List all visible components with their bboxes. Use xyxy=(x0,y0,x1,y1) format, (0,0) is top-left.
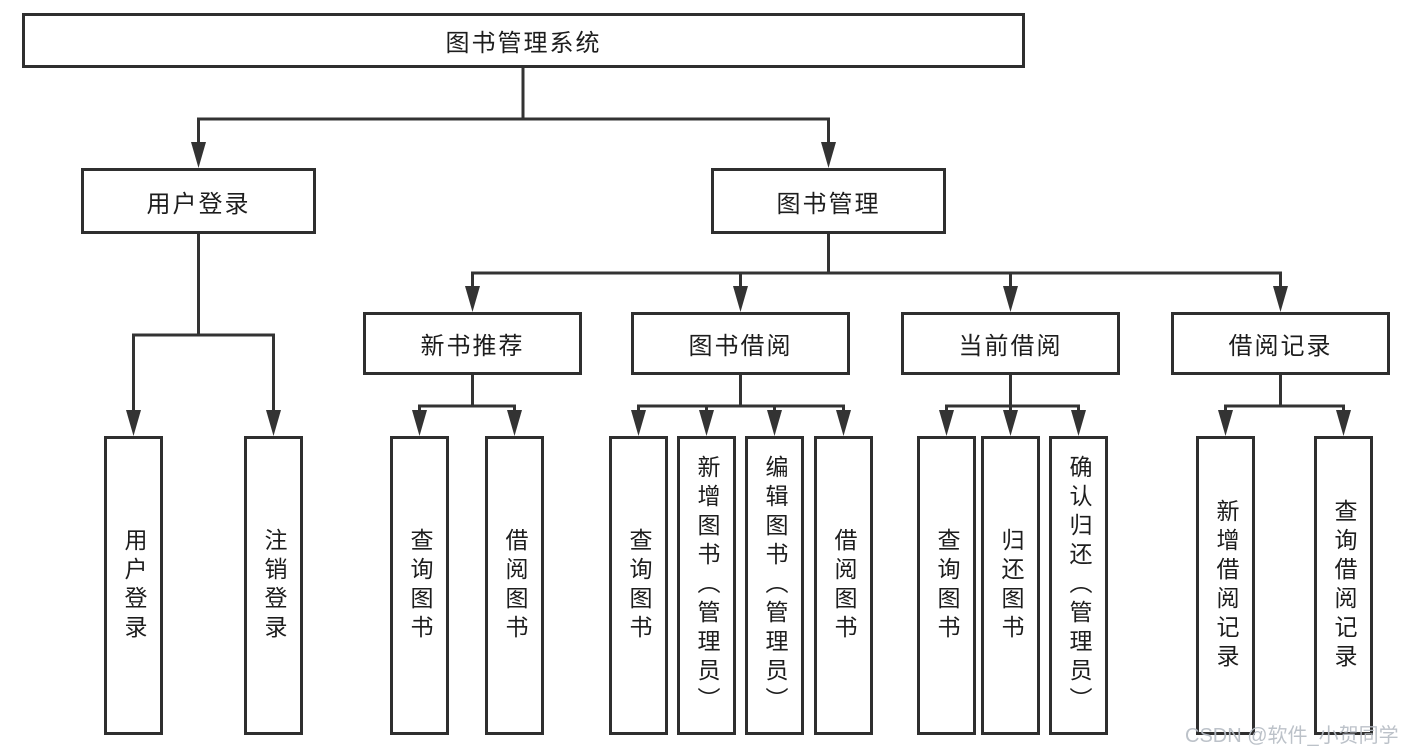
connector-book-borrow-to-leaves xyxy=(631,375,851,436)
node-label: 新书推荐 xyxy=(420,333,525,360)
node-library-management-system: 图书管理系统 xyxy=(22,13,1025,68)
connector-borrow-records-to-leaves xyxy=(1218,375,1351,436)
leaf-query-books-borrow: 查询图书 xyxy=(609,436,668,735)
connector-new-book-recommend-to-leaves xyxy=(412,375,522,436)
node-book-borrow: 图书借阅 xyxy=(631,312,850,375)
leaf-borrow-books-borrow: 借阅图书 xyxy=(814,436,873,735)
connector-book-management-to-level3 xyxy=(465,234,1288,312)
node-label: 当前借阅 xyxy=(958,333,1063,360)
node-label: 注销登录 xyxy=(261,527,287,644)
csdn-watermark: CSDN @软件_小贺同学 xyxy=(1185,725,1399,747)
node-label: 图书管理系统 xyxy=(445,30,602,57)
node-label: 编辑图书（管理员） xyxy=(762,455,788,716)
node-label: 归还图书 xyxy=(998,527,1024,644)
node-label: 查询借阅记录 xyxy=(1331,498,1357,673)
node-label: 新增图书（管理员） xyxy=(694,455,720,716)
leaf-borrow-books-recommend: 借阅图书 xyxy=(485,436,544,735)
leaf-edit-books-admin: 编辑图书（管理员） xyxy=(745,436,804,735)
node-label: 借阅记录 xyxy=(1228,333,1333,360)
node-label: 图书管理 xyxy=(776,190,881,218)
node-label: 借阅图书 xyxy=(831,527,857,644)
node-borrow-records: 借阅记录 xyxy=(1171,312,1390,375)
node-new-book-recommend: 新书推荐 xyxy=(363,312,582,375)
node-label: 图书借阅 xyxy=(688,333,793,360)
node-label: 查询图书 xyxy=(407,527,433,644)
node-label: 用户登录 xyxy=(146,190,251,218)
connector-root-to-level2 xyxy=(191,68,836,168)
leaf-logout: 注销登录 xyxy=(244,436,303,735)
node-label: 确认归还（管理员） xyxy=(1066,455,1092,716)
node-current-borrow: 当前借阅 xyxy=(901,312,1120,375)
connector-user-login-to-leaves xyxy=(126,234,281,436)
leaf-query-books-recommend: 查询图书 xyxy=(390,436,449,735)
node-label: 查询图书 xyxy=(626,527,652,644)
leaf-add-books-admin: 新增图书（管理员） xyxy=(677,436,736,735)
node-label: 新增借阅记录 xyxy=(1213,498,1239,673)
leaf-query-borrow-record: 查询借阅记录 xyxy=(1314,436,1373,735)
node-user-login: 用户登录 xyxy=(81,168,316,234)
node-label: 用户登录 xyxy=(121,527,147,644)
leaf-user-login: 用户登录 xyxy=(104,436,163,735)
leaf-return-books: 归还图书 xyxy=(981,436,1040,735)
node-book-management: 图书管理 xyxy=(711,168,946,234)
leaf-add-borrow-record: 新增借阅记录 xyxy=(1196,436,1255,735)
leaf-query-books-current: 查询图书 xyxy=(917,436,976,735)
node-label: 查询图书 xyxy=(934,527,960,644)
leaf-confirm-return-admin: 确认归还（管理员） xyxy=(1049,436,1108,735)
connector-current-borrow-to-leaves xyxy=(939,375,1086,436)
node-label: 借阅图书 xyxy=(502,527,528,644)
